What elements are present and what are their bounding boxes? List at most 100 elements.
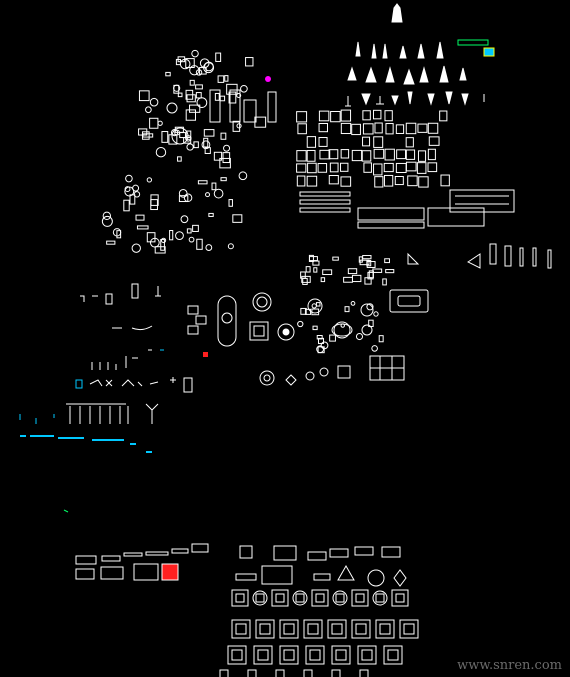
cad-symbol xyxy=(192,224,199,232)
cad-symbol xyxy=(296,163,307,173)
cad-symbol xyxy=(245,57,254,67)
cad-symbol xyxy=(383,174,394,187)
cad-symbol xyxy=(231,649,243,661)
cad-symbol xyxy=(213,188,224,199)
cad-symbol xyxy=(340,122,352,135)
cad-symbol xyxy=(232,120,241,132)
cad-symbol xyxy=(231,619,251,639)
cad-symbol xyxy=(112,228,122,237)
cad-symbol xyxy=(416,162,427,174)
cad-symbol xyxy=(318,137,328,147)
cad-symbol xyxy=(204,147,211,154)
cad-symbol xyxy=(328,149,339,160)
cad-symbol xyxy=(331,669,341,677)
cad-symbol xyxy=(374,176,384,188)
cad-symbol xyxy=(215,52,222,62)
cad-symbol xyxy=(373,163,383,176)
cad-symbol xyxy=(235,593,245,603)
cad-symbol xyxy=(297,320,304,328)
cad-symbol xyxy=(136,225,149,230)
cad-symbol xyxy=(193,141,199,149)
cad-symbol xyxy=(427,122,439,134)
cad-symbol xyxy=(196,97,208,108)
cad-symbol xyxy=(366,303,374,311)
cad-symbol xyxy=(340,176,352,187)
cad-symbol xyxy=(322,269,333,276)
cad-symbol xyxy=(275,593,285,603)
cad-symbol xyxy=(385,269,395,274)
cad-symbol xyxy=(188,236,195,243)
cad-symbol xyxy=(297,123,307,135)
cad-symbol xyxy=(252,590,268,606)
paving-medallions-cluster xyxy=(203,76,429,386)
cad-symbol xyxy=(316,345,325,354)
cad-symbol xyxy=(395,593,405,603)
cad-symbol xyxy=(275,669,285,677)
cad-symbol xyxy=(335,649,347,661)
cad-symbol xyxy=(405,149,416,160)
landscape-elements-cluster xyxy=(19,283,207,513)
cad-symbol xyxy=(351,123,361,136)
cad-symbol xyxy=(226,83,238,95)
cad-symbol xyxy=(177,92,183,98)
cad-symbol xyxy=(375,619,395,639)
cad-symbol xyxy=(219,157,231,169)
cad-symbol xyxy=(405,122,417,135)
cad-symbol xyxy=(220,132,227,140)
cad-symbol xyxy=(315,302,321,307)
green-label-mark xyxy=(457,39,489,46)
cad-symbol xyxy=(355,623,367,635)
cad-symbol xyxy=(271,589,289,607)
cad-symbol xyxy=(178,188,188,198)
cad-symbol xyxy=(125,174,133,183)
cad-symbol xyxy=(165,71,171,77)
cad-symbol xyxy=(157,120,163,126)
cad-symbol xyxy=(131,243,141,253)
cad-symbol xyxy=(362,123,374,135)
cad-symbol xyxy=(231,589,249,607)
cad-symbol xyxy=(374,122,383,134)
cad-symbol xyxy=(232,214,243,223)
cad-symbol xyxy=(372,268,383,273)
cad-symbol xyxy=(259,623,271,635)
cad-symbol xyxy=(101,215,113,227)
cad-symbol xyxy=(146,177,153,183)
cad-symbol xyxy=(229,89,241,123)
cad-symbol xyxy=(306,175,318,187)
cad-symbol xyxy=(399,619,419,639)
cad-symbol xyxy=(418,176,429,188)
cad-symbol xyxy=(168,134,178,145)
cad-symbol xyxy=(391,589,409,607)
cad-symbol xyxy=(357,645,377,665)
cad-symbol xyxy=(312,325,318,331)
cad-symbol xyxy=(185,109,196,121)
cad-symbol xyxy=(383,645,403,665)
cad-symbol xyxy=(315,593,325,603)
cad-symbol xyxy=(403,623,415,635)
cad-symbol xyxy=(384,148,395,161)
cad-symbol xyxy=(318,122,329,133)
cad-symbol xyxy=(296,175,306,187)
cad-symbol xyxy=(387,649,399,661)
cad-symbol xyxy=(351,149,363,162)
cad-symbol xyxy=(160,239,165,251)
cad-symbol xyxy=(351,619,371,639)
cad-symbol xyxy=(307,162,317,174)
cad-symbol xyxy=(311,589,329,607)
cad-symbol xyxy=(372,590,388,606)
cad-symbol xyxy=(209,89,221,123)
cad-symbol xyxy=(303,669,313,677)
cad-symbol xyxy=(382,278,387,286)
cad-symbol xyxy=(312,260,320,266)
cad-symbol xyxy=(253,645,273,665)
cad-symbol xyxy=(327,619,347,639)
cad-symbol xyxy=(303,619,323,639)
cad-symbol xyxy=(201,140,211,150)
cad-symbol xyxy=(180,215,189,224)
cad-symbol xyxy=(371,345,378,352)
cad-symbol xyxy=(179,132,186,139)
cad-symbol xyxy=(186,143,194,151)
cad-symbol xyxy=(228,199,233,207)
cad-symbol xyxy=(142,133,154,138)
cad-symbol xyxy=(267,91,277,123)
